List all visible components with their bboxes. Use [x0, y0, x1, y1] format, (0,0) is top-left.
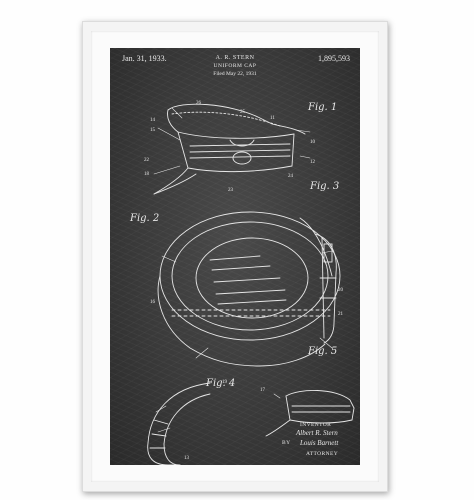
- ref-numeral: 17: [260, 388, 265, 393]
- patent-date: Jan. 31, 1933.: [122, 54, 167, 63]
- ref-numeral: 16: [150, 300, 155, 305]
- ref-numeral: 20: [338, 288, 343, 293]
- fig5-label: Fig. 5: [308, 346, 338, 357]
- ref-numeral: 11: [270, 116, 275, 121]
- ref-numeral: 13: [184, 456, 189, 461]
- ref-numeral: 23: [228, 188, 233, 193]
- fig5-cap-small-view: [265, 389, 355, 437]
- ref-numeral: 21: [338, 312, 343, 317]
- inventor-label: INVENTOR: [300, 422, 332, 428]
- leader-lines: [153, 107, 333, 433]
- inventor-name: A. R. STERN: [215, 55, 255, 61]
- ref-numeral: 15: [150, 128, 155, 133]
- fig2-cap-top-view: [157, 211, 341, 367]
- fig2-label: Fig. 2: [130, 213, 160, 224]
- fig1-cap-side-view: [153, 103, 306, 195]
- patent-number: 1,895,593: [318, 54, 350, 63]
- filing-date: Filed May 22, 1931: [213, 71, 257, 77]
- chalkboard-texture: [110, 48, 360, 465]
- inventor-signature: Albert R. Stern: [296, 429, 338, 437]
- ref-numeral: 14: [150, 118, 155, 123]
- ref-numeral: 25: [240, 110, 245, 115]
- attorney-label: ATTORNEY: [306, 451, 339, 457]
- fig3-visor-section: [314, 233, 337, 344]
- by-label: BY: [282, 440, 291, 446]
- ref-numeral: 18: [144, 172, 149, 177]
- ref-numeral: 10: [310, 140, 315, 145]
- fig3-label: Fig. 3: [310, 181, 340, 192]
- fig1-label: Fig. 1: [308, 102, 338, 113]
- patent-title: UNIFORM CAP: [213, 63, 257, 69]
- attorney-signature: Louis Barnett: [300, 439, 339, 447]
- fig4-visor-plan: [147, 382, 211, 465]
- ref-numeral: 26: [196, 101, 201, 106]
- fig4-label: Fig. 4: [206, 378, 236, 389]
- ref-numeral: 19: [222, 380, 227, 385]
- ref-numeral: 12: [310, 160, 315, 165]
- patent-poster: Jan. 31, 1933. 1,895,593 A. R. STERN UNI…: [110, 48, 360, 465]
- ref-numeral: 24: [288, 174, 293, 179]
- ref-numeral: 22: [144, 158, 149, 163]
- patent-drawing: [147, 103, 355, 465]
